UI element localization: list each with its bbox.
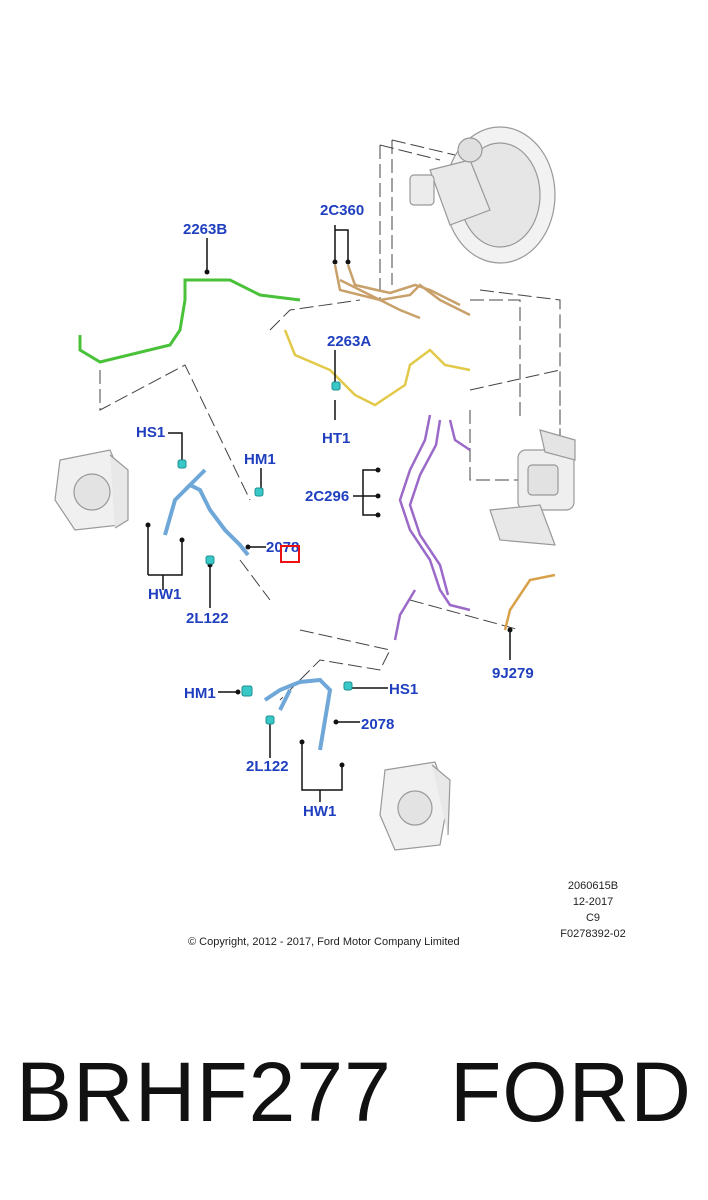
label-HS1-top: HS1	[136, 424, 166, 441]
yellow-brake-line	[283, 329, 471, 407]
label-2078-top: 2078	[266, 539, 300, 556]
label-9J279: 9J279	[492, 665, 534, 682]
illustration-number: 2060615B	[567, 880, 619, 892]
label-2078-bottom: 2078	[361, 716, 395, 733]
label-HS1-bottom: HS1	[389, 681, 419, 698]
green-brake-line	[78, 278, 301, 364]
label-2263B: 2263B	[183, 221, 228, 238]
label-HM1-top: HM1	[244, 451, 276, 468]
label-2263A: 2263A	[327, 333, 372, 350]
left-caliper	[54, 449, 129, 531]
right-caliper	[379, 761, 451, 851]
label-HW1-bottom: HW1	[303, 803, 337, 820]
brand-name: FORD	[450, 1045, 692, 1139]
brake-lines-diagram: 2263B 2C360 2263A HT1 HS1 HM1 2C296 2078…	[54, 126, 626, 948]
blue-brake-hose-top	[163, 468, 250, 557]
label-2L122-top: 2L122	[186, 610, 229, 627]
label-HW1-top: HW1	[148, 586, 182, 603]
label-HM1-bottom: HM1	[184, 685, 216, 702]
guide-lines	[99, 139, 561, 701]
illustration-code: C9	[585, 912, 601, 924]
brake-booster	[409, 126, 556, 264]
part-number: BRHF277	[16, 1045, 392, 1139]
label-2C360: 2C360	[320, 202, 365, 219]
purple-brake-lines	[393, 414, 471, 641]
label-2L122-bottom: 2L122	[246, 758, 289, 775]
label-HT1: HT1	[322, 430, 351, 447]
diagram-artwork	[54, 126, 576, 851]
orange-brake-line	[503, 573, 556, 631]
illustration-date: 12-2017	[572, 896, 614, 908]
retaining-clips	[177, 381, 353, 725]
abs-module	[489, 429, 576, 546]
copyright-text: © Copyright, 2012 - 2017, Ford Motor Com…	[188, 936, 460, 948]
highlight-box	[280, 545, 300, 563]
blue-brake-hose-bottom	[263, 677, 333, 751]
label-2C296: 2C296	[305, 488, 350, 505]
illustration-reference: F0278392-02	[560, 928, 626, 940]
footer-band	[0, 1000, 708, 1200]
leader-lines	[147, 225, 511, 802]
tan-brake-lines	[333, 264, 471, 320]
